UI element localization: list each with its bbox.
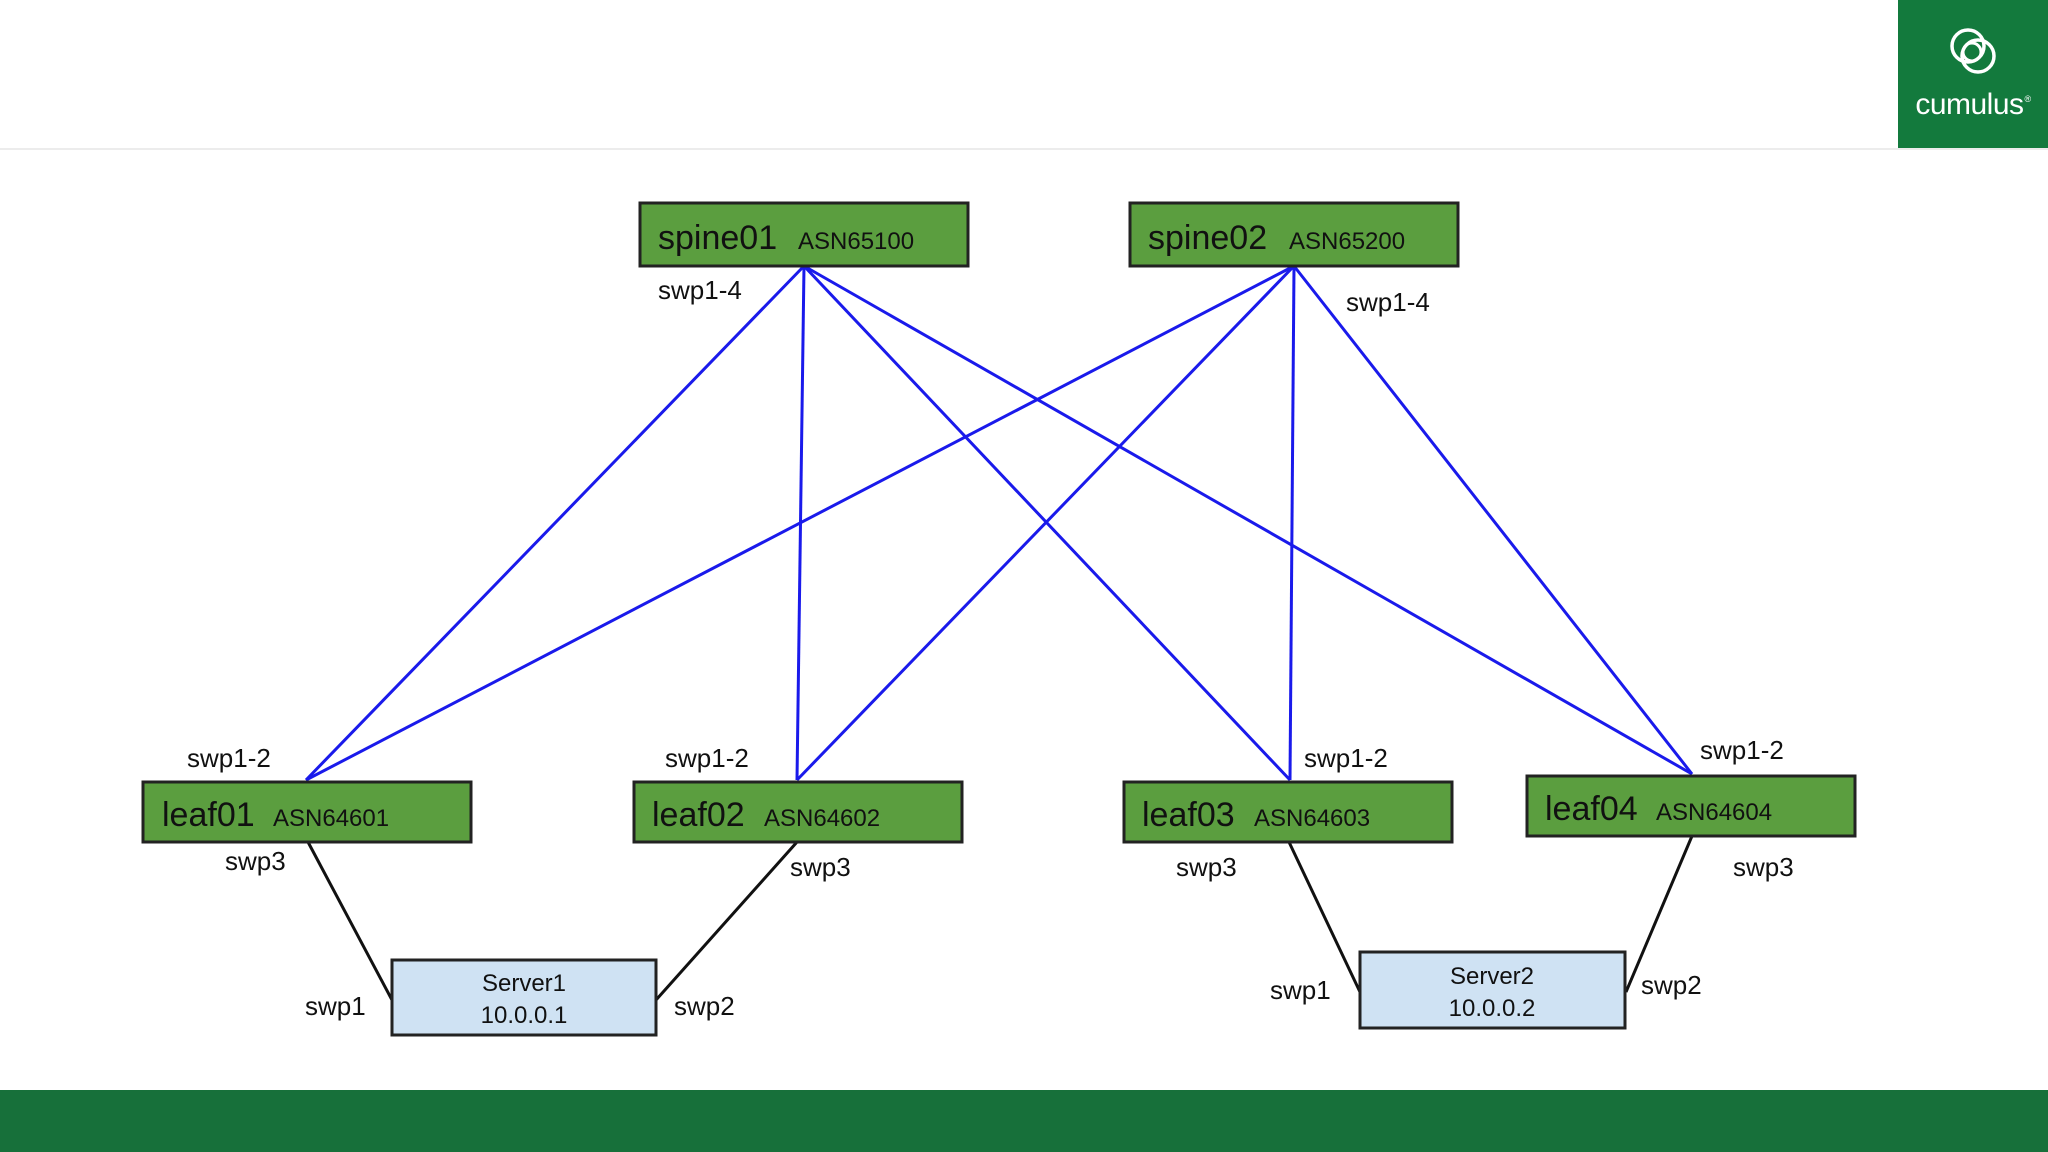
leaf03-name: leaf03 [1142,796,1235,834]
link-spine02-leaf03 [1288,265,1296,781]
server1-left-port: swp1 [305,991,366,1021]
server2-host: Server2 10.0.0.2 [1358,950,1627,1030]
link-leaf03-server2 [1287,841,1362,993]
header-divider [0,148,2048,150]
leaf04-switch: leaf04 ASN64604 [1525,774,1857,838]
server1-name: Server1 [482,970,566,997]
leaf04-asn: ASN64604 [1656,799,1772,826]
link-spine02-leaf04 [1292,265,1694,775]
server2-ip: 10.0.0.2 [1449,995,1536,1022]
server1-host: Server1 10.0.0.1 [390,958,658,1037]
uplinks [304,264,1694,782]
server2-right-port: swp2 [1641,970,1702,1000]
leaf02-switch: leaf02 ASN64602 [632,780,964,844]
spine02-switch: spine02 ASN65200 [1128,201,1460,268]
leaf04-name: leaf04 [1545,790,1638,828]
leaf01-asn: ASN64601 [273,805,389,832]
server-links [306,835,1694,1001]
link-spine01-leaf04 [803,264,1693,776]
leaf04-uplink-port: swp1-2 [1700,735,1784,765]
link-spine02-leaf02 [795,264,1296,782]
leaf03-switch: leaf03 ASN64603 [1122,780,1454,844]
server1-ip: 10.0.0.1 [481,1002,568,1029]
logo-wordmark: cumulus® [1915,88,2031,121]
topology-diagram: spine01 ASN65100 swp1-4 spine02 ASN65200… [141,201,1857,1037]
server1-right-port: swp2 [674,991,735,1021]
leaf01-name: leaf01 [162,796,255,834]
spine02-port-label: swp1-4 [1346,287,1430,317]
spine01-switch: spine01 ASN65100 [638,201,970,268]
leaf01-server-port: swp3 [225,846,286,876]
server2-name: Server2 [1450,963,1534,990]
spine01-port-label: swp1-4 [658,275,742,305]
link-leaf04-server2 [1624,835,1694,993]
leaf03-uplink-port: swp1-2 [1304,743,1388,773]
cumulus-rings-icon [1950,28,1996,74]
spine02-name: spine02 [1148,219,1267,257]
server2-left-port: swp1 [1270,975,1331,1005]
link-leaf01-server1 [306,841,394,1001]
footer-band [0,1090,2048,1152]
link-leaf02-server1 [654,841,799,1001]
spine01-name: spine01 [658,219,777,257]
leaf04-server-port: swp3 [1733,852,1794,882]
spine02-asn: ASN65200 [1289,228,1405,255]
spine01-asn: ASN65100 [798,228,914,255]
link-spine02-leaf01 [305,264,1295,782]
leaf02-uplink-port: swp1-2 [665,743,749,773]
leaf03-asn: ASN64603 [1254,805,1370,832]
link-spine01-leaf01 [304,264,806,782]
leaf02-server-port: swp3 [790,852,851,882]
leaf02-name: leaf02 [652,796,745,834]
leaf03-server-port: swp3 [1176,852,1237,882]
leaf01-uplink-port: swp1-2 [187,743,271,773]
cumulus-logo: cumulus® [1898,0,2048,148]
leaf01-switch: leaf01 ASN64601 [141,780,473,844]
leaf02-asn: ASN64602 [764,805,880,832]
